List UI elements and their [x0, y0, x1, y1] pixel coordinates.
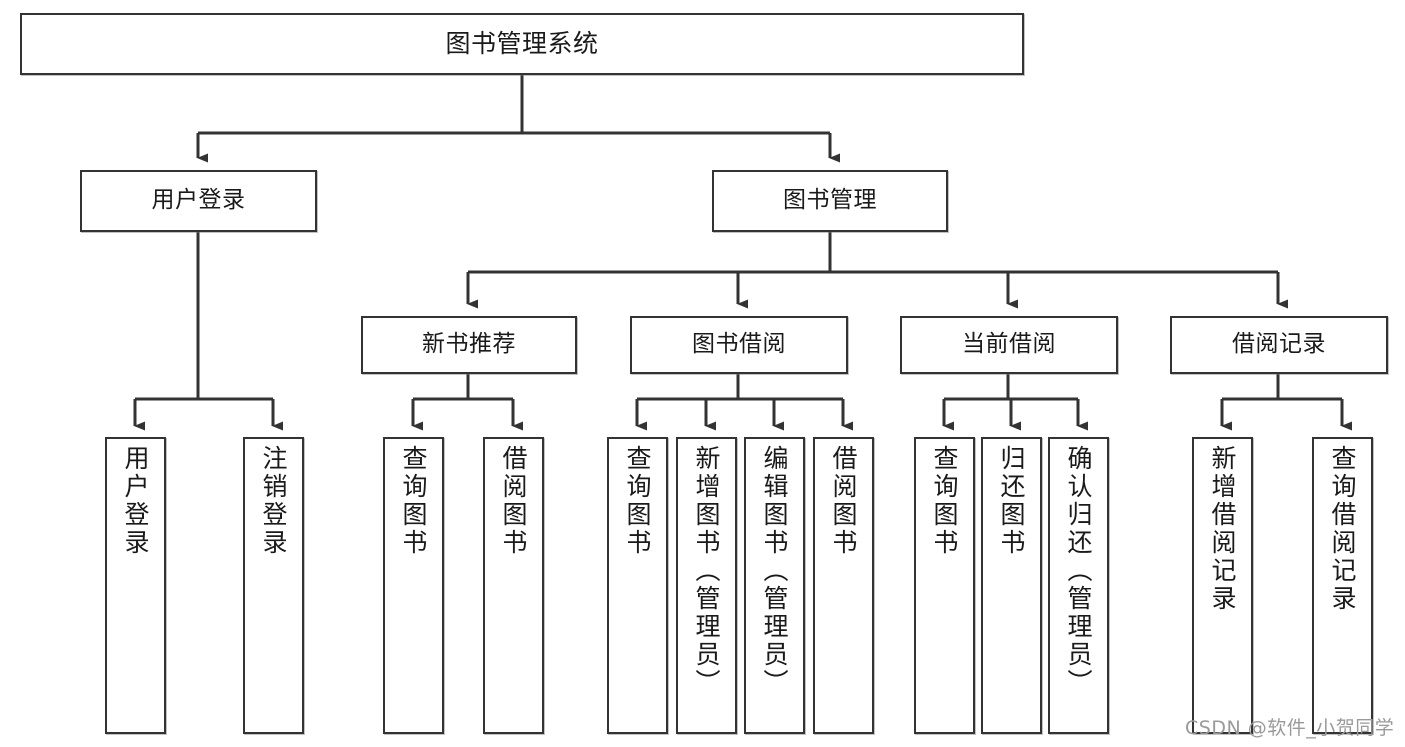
- node-label: 当前借阅: [962, 331, 1056, 358]
- leaf-current-query-book[interactable]: 查询图书: [914, 437, 975, 734]
- leaf-logout[interactable]: 注销登录: [243, 437, 304, 734]
- leaf-record-query-borrow-record[interactable]: 查询借阅记录: [1312, 437, 1373, 734]
- node-label: 借阅图书: [499, 445, 528, 557]
- leaf-user-login[interactable]: 用户登录: [105, 437, 166, 734]
- leaf-record-add-borrow-record[interactable]: 新增借阅记录: [1192, 437, 1253, 734]
- leaf-current-confirm-return-admin[interactable]: 确认归还（管理员）: [1048, 437, 1109, 734]
- csdn-watermark: CSDN @软件_小贺同学: [1185, 717, 1395, 739]
- node-label: 图书借阅: [692, 331, 786, 358]
- node-label: 注销登录: [259, 445, 288, 557]
- node-label: 确认归还（管理员）: [1064, 445, 1093, 697]
- node-label: 归还图书: [997, 445, 1026, 557]
- node-label: 新书推荐: [422, 331, 516, 358]
- node-borrowing-record[interactable]: 借阅记录: [1170, 316, 1388, 374]
- leaf-borrow-edit-book-admin[interactable]: 编辑图书（管理员）: [744, 437, 805, 734]
- node-label: 借阅记录: [1232, 331, 1326, 358]
- node-label: 用户登录: [121, 445, 150, 557]
- node-label: 查询借阅记录: [1328, 445, 1357, 613]
- node-label: 新增借阅记录: [1208, 445, 1237, 613]
- leaf-recommend-query-book[interactable]: 查询图书: [383, 437, 444, 734]
- node-label: 编辑图书（管理员）: [760, 445, 789, 697]
- leaf-recommend-borrow-book[interactable]: 借阅图书: [483, 437, 544, 734]
- node-label: 查询图书: [623, 445, 652, 557]
- node-current-borrowing[interactable]: 当前借阅: [900, 316, 1118, 374]
- leaf-borrow-add-book-admin[interactable]: 新增图书（管理员）: [676, 437, 737, 734]
- node-new-book-recommendation[interactable]: 新书推荐: [361, 316, 577, 374]
- node-label: 查询图书: [399, 445, 428, 557]
- node-label: 用户登录: [151, 187, 246, 214]
- node-label: 新增图书（管理员）: [692, 445, 721, 697]
- leaf-borrow-borrow-book[interactable]: 借阅图书: [813, 437, 874, 734]
- node-label: 查询图书: [930, 445, 959, 557]
- node-book-borrowing[interactable]: 图书借阅: [630, 316, 848, 374]
- node-label: 图书管理: [783, 187, 877, 214]
- node-label: 借阅图书: [829, 445, 858, 557]
- node-book-management[interactable]: 图书管理: [712, 170, 948, 232]
- node-user-login[interactable]: 用户登录: [80, 170, 317, 232]
- node-root-book-management-system[interactable]: 图书管理系统: [20, 13, 1024, 75]
- leaf-borrow-query-book[interactable]: 查询图书: [607, 437, 668, 734]
- leaf-current-return-book[interactable]: 归还图书: [981, 437, 1042, 734]
- node-label: 图书管理系统: [445, 29, 599, 59]
